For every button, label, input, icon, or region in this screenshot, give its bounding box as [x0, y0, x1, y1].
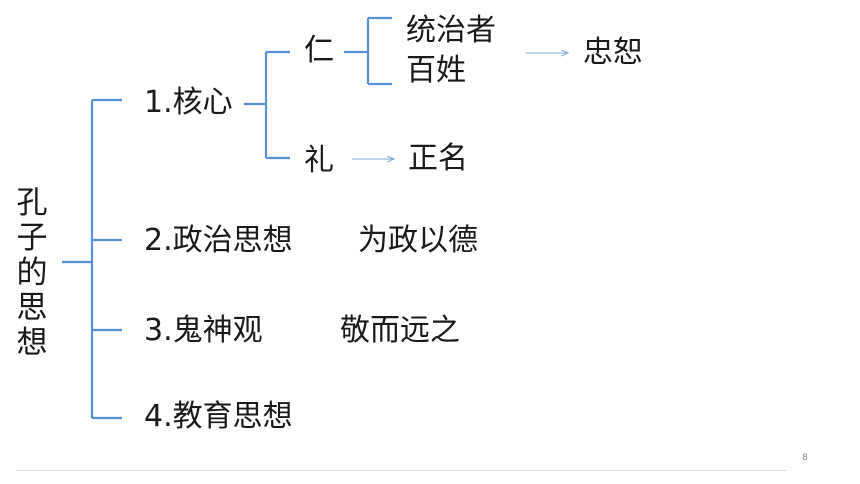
root-char: 孔 — [16, 185, 48, 221]
root-char: 的 — [16, 255, 48, 291]
root-char: 子 — [16, 220, 48, 256]
root-label: 孔 子 的 思 想 — [14, 186, 50, 361]
branch-politics: 2.政治思想 — [144, 223, 293, 258]
node-ren: 仁 — [304, 33, 334, 68]
node-zhongshu: 忠恕 — [583, 35, 643, 70]
leaf-ghosts: 敬而远之 — [340, 313, 460, 348]
root-char: 思 — [16, 290, 48, 326]
node-people: 百姓 — [406, 53, 466, 88]
page-number: 8 — [802, 453, 808, 463]
main-bracket — [62, 98, 122, 420]
branch-education: 4.教育思想 — [144, 399, 293, 434]
leaf-politics: 为政以德 — [358, 223, 478, 258]
ren-bracket — [344, 16, 392, 86]
branch-ghosts: 3.鬼神观 — [144, 313, 263, 348]
node-ruler: 统治者 — [406, 13, 496, 48]
footer-divider — [16, 470, 786, 471]
branch-core: 1.核心 — [144, 85, 233, 120]
root-char: 想 — [16, 325, 48, 361]
node-zhengming: 正名 — [408, 141, 468, 176]
node-li: 礼 — [304, 143, 334, 178]
core-bracket — [244, 50, 290, 160]
